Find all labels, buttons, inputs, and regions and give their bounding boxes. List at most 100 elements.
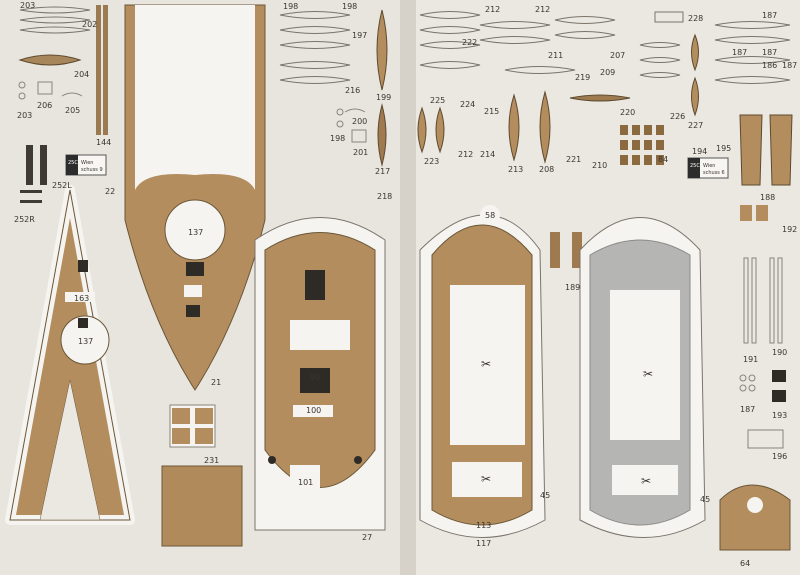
small-parts-200 — [336, 108, 367, 143]
plate-left-code: 25C — [68, 160, 78, 166]
label-214: 214 — [480, 150, 495, 159]
label-209: 209 — [600, 68, 615, 77]
boat-outlines-197 — [279, 11, 351, 84]
boat-covers-188 — [739, 114, 793, 186]
label-231: 231 — [204, 456, 219, 465]
bow-deck-21 — [124, 4, 266, 391]
label-193: 193 — [772, 411, 787, 420]
label-221: 221 — [566, 155, 581, 164]
plate-left-line2: schuss 9 — [81, 167, 103, 173]
label-216: 216 — [345, 86, 360, 95]
midship-deck-27 — [254, 217, 386, 531]
label-186: 186 — [762, 61, 777, 70]
stern-piece-64 — [719, 484, 791, 551]
label-211: 211 — [548, 51, 563, 60]
label-223: 223 — [424, 157, 439, 166]
label-224: 224 — [460, 100, 475, 109]
label-144: 144 — [96, 138, 111, 147]
boat-outlines-212 — [419, 11, 791, 84]
lifeboats-213-208 — [508, 90, 551, 164]
label-252L: 252L — [52, 181, 72, 190]
svg-text:✂: ✂ — [641, 474, 651, 488]
label-208: 208 — [539, 165, 554, 174]
label-45a: 45 — [540, 491, 550, 500]
label-226: 226 — [670, 112, 685, 121]
label-200: 200 — [352, 117, 367, 126]
black-parts-193 — [772, 370, 786, 402]
label-212b: 212 — [535, 5, 550, 14]
svg-text:✂: ✂ — [481, 357, 491, 371]
label-99: 99 — [310, 373, 320, 382]
label-203b: 203 — [17, 111, 32, 120]
part-number-labels: 203 202 204 206 205 203 144 252L 252R 22… — [14, 1, 797, 568]
label-227: 227 — [688, 121, 703, 130]
plate-text-left: 25C Wien schuss 9 — [68, 160, 103, 173]
svg-text:✂: ✂ — [481, 472, 491, 486]
label-225: 225 — [430, 96, 445, 105]
label-137a: 137 — [188, 228, 203, 237]
label-163: 163 — [74, 294, 89, 303]
lifeboat-217 — [377, 103, 387, 167]
label-198b: 198 — [342, 2, 357, 11]
label-117: 117 — [476, 539, 491, 548]
plate-text-right: 25C Wien schuss 6 — [690, 163, 725, 176]
label-199: 199 — [376, 93, 391, 102]
label-204: 204 — [74, 70, 89, 79]
label-188: 188 — [760, 193, 775, 202]
boat-204 — [18, 54, 82, 66]
label-195: 195 — [716, 144, 731, 153]
label-197: 197 — [352, 31, 367, 40]
label-187e: 187 — [740, 405, 755, 414]
plate-left-line1: Wien — [81, 160, 93, 166]
label-207: 207 — [610, 51, 625, 60]
label-113: 113 — [476, 521, 491, 530]
label-212c: 212 — [458, 150, 473, 159]
label-64: 64 — [740, 559, 750, 568]
label-198a: 198 — [283, 2, 298, 11]
label-190: 190 — [772, 348, 787, 357]
lifeboat-199 — [376, 9, 388, 91]
label-205: 205 — [65, 106, 80, 115]
plate-right-line1: Wien — [703, 163, 715, 169]
lifeboats-227 — [691, 33, 699, 117]
outline-196 — [747, 429, 784, 449]
label-198c: 198 — [330, 134, 345, 143]
planks-84 — [620, 125, 664, 165]
small-rings-187 — [739, 374, 756, 392]
label-101: 101 — [298, 478, 313, 487]
plate-right-line2: schuss 6 — [703, 170, 725, 176]
lifeboats-223 — [417, 106, 445, 154]
label-203: 203 — [20, 1, 35, 10]
svg-text:✂: ✂ — [643, 367, 653, 381]
label-215: 215 — [484, 107, 499, 116]
name-plate-left — [65, 154, 107, 176]
strips-144 — [96, 5, 108, 135]
label-210: 210 — [592, 161, 607, 170]
label-137b: 137 — [78, 337, 93, 346]
davits-252 — [20, 145, 47, 203]
label-84: 84 — [658, 155, 668, 164]
bow-deck-22 — [5, 185, 135, 525]
label-196: 196 — [772, 452, 787, 461]
label-201: 201 — [353, 148, 368, 157]
deck-plate-square — [161, 465, 243, 547]
label-187a: 187 — [762, 11, 777, 20]
label-218: 218 — [377, 192, 392, 201]
label-213: 213 — [508, 165, 523, 174]
label-100: 100 — [306, 406, 321, 415]
label-220: 220 — [620, 108, 635, 117]
label-192: 192 — [782, 225, 797, 234]
page-spine — [400, 0, 416, 575]
label-219: 219 — [575, 73, 590, 82]
label-222: 222 — [462, 38, 477, 47]
lifeboat-220 — [569, 94, 631, 102]
label-187b: 187 — [732, 48, 747, 57]
boat-hull-outlines-202 — [19, 6, 91, 34]
parts-189 — [550, 232, 582, 268]
label-27: 27 — [362, 533, 372, 542]
label-22: 22 — [105, 187, 115, 196]
main-deck-45-grey: ✂ ✂ — [579, 217, 706, 538]
label-187d: 187 — [762, 48, 777, 57]
label-228: 228 — [688, 14, 703, 23]
